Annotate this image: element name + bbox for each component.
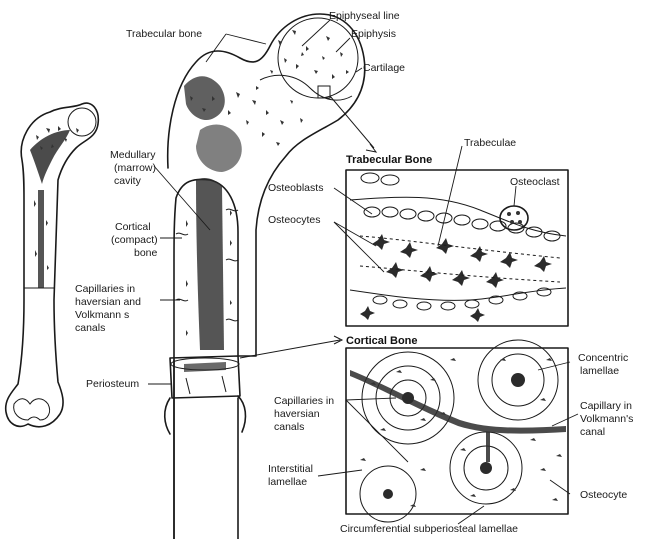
label-interstitial-lamellae: lamellae xyxy=(268,476,307,488)
label-epiphysis: Epiphysis xyxy=(351,28,396,40)
label-capillary-volkmann-2: Volkmann's xyxy=(580,413,633,425)
label-concentric-lamellae: lamellae xyxy=(580,365,619,377)
label-circumferential-lamellae: Circumferential subperiosteal lamellae xyxy=(340,523,518,535)
label-medullary-cavity: cavity xyxy=(114,175,142,187)
label-osteocyte: Osteocyte xyxy=(580,489,627,501)
title-trabecular-bone: Trabecular Bone xyxy=(346,154,432,166)
label-trabeculae: Trabeculae xyxy=(464,137,516,149)
label-capillaries-left-2: haversian and xyxy=(75,296,141,308)
label-osteocytes: Osteocytes xyxy=(268,214,321,226)
label-capillaries-left-4: canals xyxy=(75,322,105,334)
connector-lines xyxy=(240,96,376,358)
cortical-bone-panel xyxy=(346,340,568,522)
label-cartilage: Cartilage xyxy=(363,62,405,74)
label-medullary-marrow: (marrow) xyxy=(114,162,156,174)
label-cortical-bone-word: bone xyxy=(134,247,158,259)
label-capillaries-left-3: Volkmann s xyxy=(75,309,129,321)
label-cortical: Cortical xyxy=(115,221,151,233)
label-osteoblasts: Osteoblasts xyxy=(268,182,323,194)
label-capillary-volkmann-1: Capillary in xyxy=(580,400,632,412)
trabecular-bone-panel xyxy=(346,170,568,326)
label-epiphyseal-line: Epiphyseal line xyxy=(329,10,400,22)
text-labels: Epiphyseal line Trabecular bone Epiphysi… xyxy=(75,10,633,535)
label-trabecular-bone: Trabecular bone xyxy=(126,28,202,40)
label-capillary-volkmann-3: canal xyxy=(580,426,605,438)
label-periosteum: Periosteum xyxy=(86,378,139,390)
label-capillaries-left-1: Capillaries in xyxy=(75,283,135,295)
label-interstitial: Interstitial xyxy=(268,463,313,475)
label-osteoclast: Osteoclast xyxy=(510,176,560,188)
label-capillaries-haversian-2: haversian xyxy=(274,408,320,420)
label-capillaries-haversian-1: Capillaries in xyxy=(274,395,334,407)
label-cortical-compact: (compact) xyxy=(111,234,158,246)
label-capillaries-haversian-3: canals xyxy=(274,421,304,433)
title-cortical-bone: Cortical Bone xyxy=(346,335,418,347)
whole-femur-illustration xyxy=(6,103,99,427)
label-concentric: Concentric xyxy=(578,352,628,364)
femur-section-illustration xyxy=(165,14,365,539)
label-medullary: Medullary xyxy=(110,149,156,161)
